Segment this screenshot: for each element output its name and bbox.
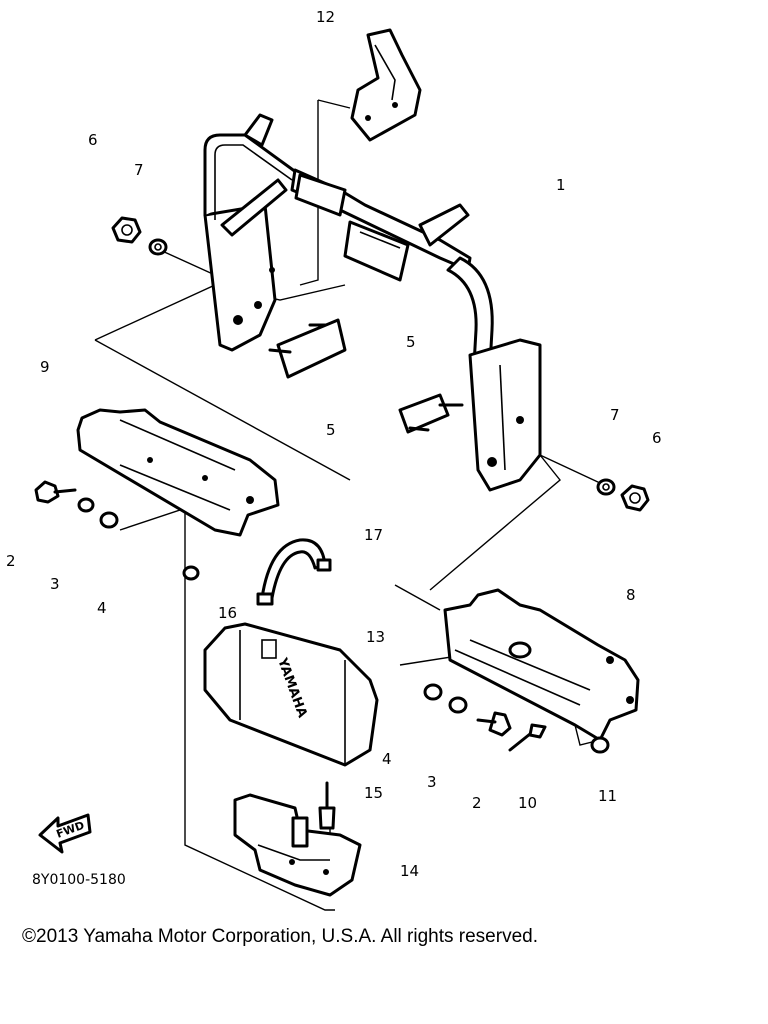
callout-3-right: 3 — [427, 773, 437, 791]
battery-strap-part — [256, 538, 332, 606]
washer-small-right-part — [448, 696, 468, 714]
callout-7-left: 7 — [134, 161, 144, 179]
collar-right-part — [423, 683, 443, 701]
callout-2-left: 2 — [6, 552, 16, 570]
main-frame-part — [203, 113, 542, 492]
nut-left-part — [111, 216, 142, 244]
callout-13: 13 — [366, 628, 385, 646]
battery-part: YAMAHA — [203, 622, 379, 767]
nut-small-part — [182, 565, 200, 581]
callout-3-left: 3 — [50, 575, 60, 593]
callout-11: 11 — [598, 787, 617, 805]
callout-12: 12 — [316, 8, 335, 26]
callout-9: 9 — [40, 358, 50, 376]
callout-7-right: 7 — [610, 406, 620, 424]
callout-10: 10 — [518, 794, 537, 812]
stud-plate-left-part — [268, 318, 347, 379]
callout-16: 16 — [218, 604, 237, 622]
collar-left-part — [99, 511, 119, 529]
callout-5-left: 5 — [326, 421, 336, 439]
callout-4-right: 4 — [382, 750, 392, 768]
callout-1: 1 — [556, 176, 566, 194]
callout-14: 14 — [400, 862, 419, 880]
callout-6-left: 6 — [88, 131, 98, 149]
base-bracket-left-part — [76, 408, 280, 537]
callout-4-left: 4 — [97, 599, 107, 617]
nut-right-part — [620, 484, 650, 512]
callout-17: 17 — [364, 526, 383, 544]
washer-small-left-part — [77, 497, 95, 513]
callout-15: 15 — [364, 784, 383, 802]
callout-2-right: 2 — [472, 794, 482, 812]
callout-8: 8 — [626, 586, 636, 604]
clip-bolt-part — [318, 781, 336, 830]
bolt-right-part — [476, 711, 512, 737]
guard-plate-part — [350, 28, 422, 142]
pin-part — [508, 723, 547, 752]
base-bracket-right-part — [443, 588, 640, 742]
drawing-code: 8Y0100-5180 — [32, 872, 126, 888]
battery-tray-part — [233, 793, 362, 897]
bolt-left-part — [34, 480, 77, 504]
copyright-notice: ©2013 Yamaha Motor Corporation, U.S.A. A… — [22, 926, 538, 947]
nut-right-small-part — [590, 736, 610, 754]
forward-arrow-icon: FWD — [38, 813, 92, 854]
callout-5-right: 5 — [406, 333, 416, 351]
callout-numbers: 1 12 6 7 5 5 9 7 6 2 3 4 17 16 8 13 4 3 … — [6, 8, 662, 880]
stud-plate-right-part — [398, 393, 464, 434]
callout-6-right: 6 — [652, 429, 662, 447]
washer-left-part — [148, 238, 168, 256]
washer-right-part — [596, 478, 616, 496]
